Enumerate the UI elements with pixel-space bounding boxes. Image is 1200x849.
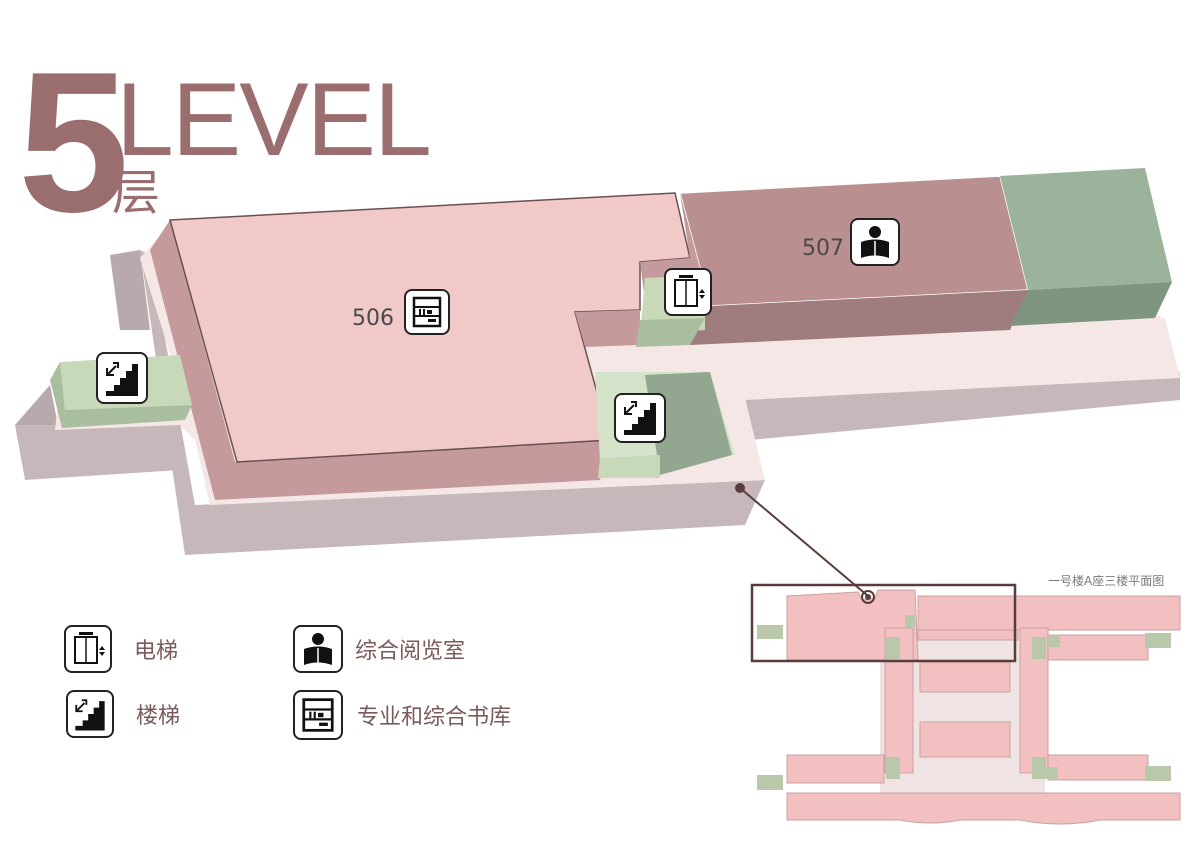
minimap-left-lower <box>786 754 885 784</box>
minimap-center-lower <box>919 721 1011 758</box>
platform-side-wall <box>110 250 150 330</box>
legend-stairs: 楼梯 <box>66 690 180 738</box>
green-block-right-front <box>1010 282 1172 326</box>
room-506-notch-wall <box>575 310 640 347</box>
minimap-right-lower <box>1047 754 1149 781</box>
stairs-left-icon[interactable] <box>96 352 148 404</box>
minimap-location-ring <box>861 590 875 604</box>
room-507-label: 507 <box>802 236 844 261</box>
connector-line <box>739 487 869 597</box>
legend-stairs-label: 楼梯 <box>136 704 181 729</box>
minimap-center-upper <box>919 661 1011 693</box>
room-506-wall-left <box>150 220 612 500</box>
legend-elevator-label: 电梯 <box>134 639 179 664</box>
left-wing-front-wall <box>15 425 180 480</box>
minimap-highlight-frame <box>750 583 1017 663</box>
minimap <box>750 583 1181 825</box>
minimap-top-wing <box>917 595 1181 631</box>
legend-book-stack: 专业和综合书库 <box>293 690 511 740</box>
minimap-location-dot <box>865 594 871 600</box>
legend-reading-room-label: 综合阅览室 <box>355 639 466 664</box>
level-number: 5 <box>18 31 129 254</box>
reading-room-icon[interactable] <box>850 218 900 266</box>
elevator-area-front <box>636 318 705 347</box>
minimap-green-3 <box>905 615 915 627</box>
minimap-green-7 <box>886 757 900 779</box>
legend-reading-room-icon <box>293 625 343 673</box>
bookshelf-icon[interactable] <box>404 289 450 335</box>
stairs-center-block <box>645 372 732 475</box>
stairs-center-icon[interactable] <box>614 393 666 443</box>
legend-reading-room: 综合阅览室 <box>293 625 465 673</box>
legend-stairs-icon <box>66 690 114 738</box>
stairs-left-front <box>62 405 192 428</box>
minimap-bottom-wing <box>786 792 1181 825</box>
minimap-green-6 <box>1145 633 1171 648</box>
legend-book-stack-icon <box>293 690 343 740</box>
minimap-green-8 <box>1032 757 1046 779</box>
minimap-title: 一号楼A座三楼平面图 <box>1048 574 1165 588</box>
corridor-surface <box>580 318 1180 460</box>
level-word: LEVEL <box>116 62 432 178</box>
minimap-green-9 <box>1046 767 1058 779</box>
left-wing-side-wall <box>15 385 58 425</box>
legend-elevator-icon <box>64 625 112 673</box>
level-cn: 层 <box>112 165 161 221</box>
legend-book-stack-label: 专业和综合书库 <box>357 705 512 730</box>
corridor-front-wall <box>745 372 1180 440</box>
minimap-green-5 <box>1048 635 1060 647</box>
minimap-top-wing-tab <box>917 629 1019 641</box>
minimap-green-2 <box>886 637 900 659</box>
legend-elevator: 电梯 <box>64 625 178 673</box>
stairs-center-front <box>598 455 660 478</box>
minimap-green-4 <box>1032 637 1046 659</box>
stairs-left-side <box>50 362 65 428</box>
room-507-front-wall <box>690 290 1028 345</box>
green-block-right-top <box>1000 168 1172 290</box>
minimap-green-1 <box>757 625 783 639</box>
room-506-label: 506 <box>352 306 394 331</box>
minimap-green-10 <box>757 775 783 790</box>
minimap-green-11 <box>1145 766 1171 781</box>
elevator-icon[interactable] <box>664 268 712 316</box>
